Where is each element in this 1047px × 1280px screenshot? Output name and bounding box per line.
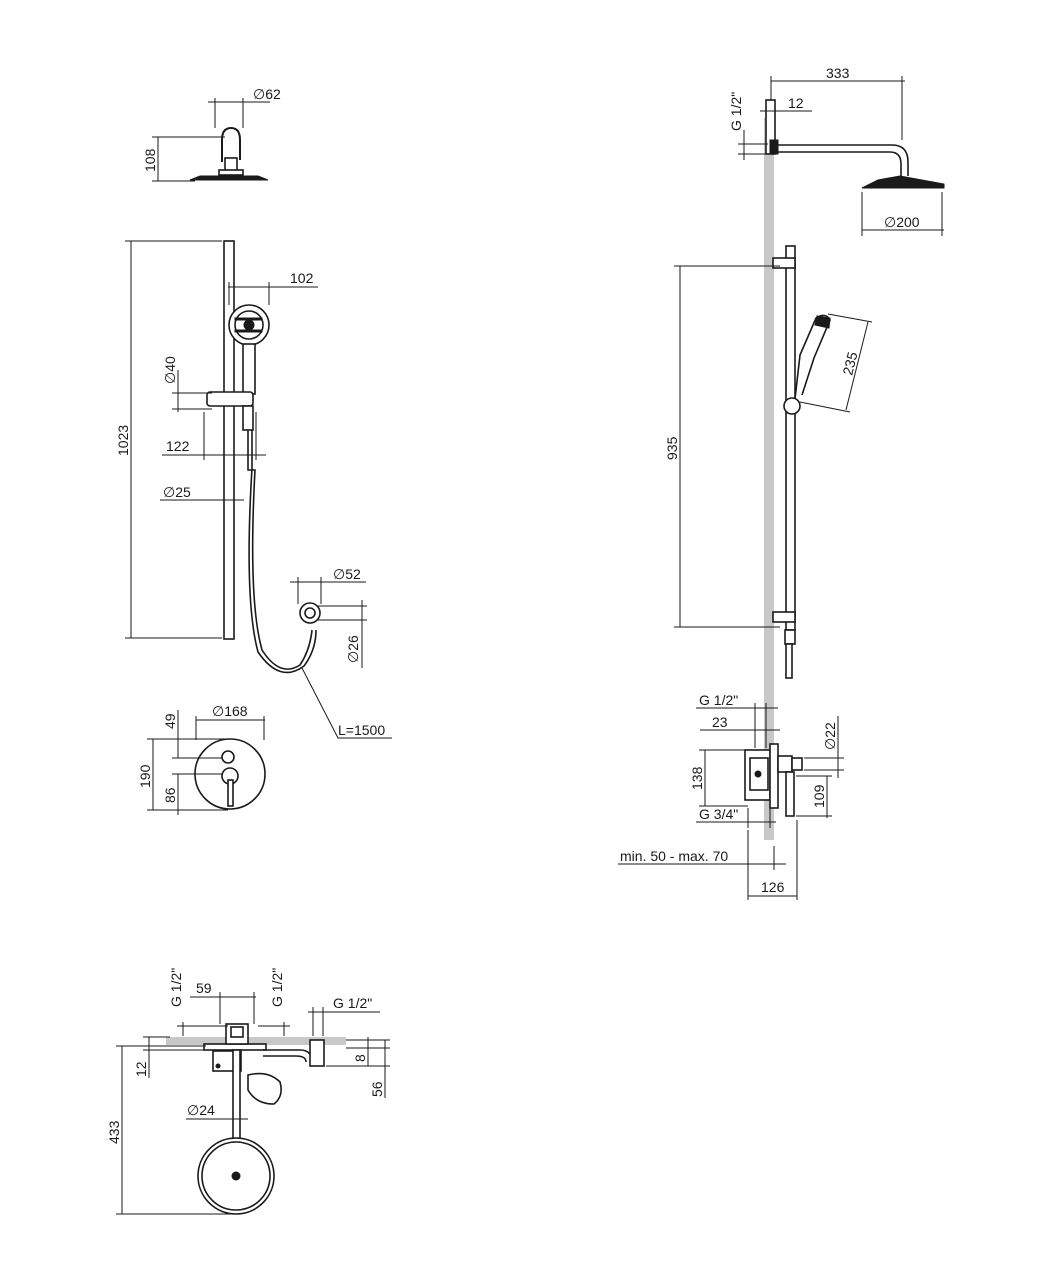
dim-install-depth: min. 50 - max. 70 (620, 848, 728, 864)
dim-side-arm-thread: G 1/2" (728, 92, 744, 131)
dim-head-arm-diameter: ∅62 (253, 86, 281, 102)
dim-mixer-bottom-offset: 86 (162, 787, 178, 803)
dim-plate-diameter: ∅168 (212, 703, 248, 719)
dim-top-elbow-depth: 56 (369, 1081, 385, 1097)
dim-top-inlet-left: G 1/2" (168, 968, 184, 1007)
dim-top-total-depth: 433 (106, 1120, 122, 1144)
dim-top-inlet-right: G 1/2" (269, 968, 285, 1007)
rail-front-view: 1023 102 ∅40 122 ∅25 ∅52 ∅26 L=1500 (115, 240, 392, 739)
dim-valve-height: 138 (689, 766, 705, 790)
dim-valve-supply: G 3/4" (699, 806, 738, 822)
dim-hose-length: L=1500 (338, 722, 385, 738)
dim-side-rail-height: 935 (664, 436, 680, 460)
dim-mixer-height: 190 (137, 764, 153, 788)
dim-handshower-width: 102 (290, 270, 314, 286)
dim-side-handshower-length: 235 (839, 350, 860, 377)
head-front-view: ∅62 108 (142, 86, 281, 182)
mixer-front-view: ∅168 49 190 86 (137, 703, 266, 815)
dim-side-arm-length: 333 (826, 65, 850, 81)
dim-slider-offset: 122 (166, 438, 190, 454)
dim-top-plate-thickness: 8 (352, 1054, 368, 1062)
dim-total-projection: 126 (761, 879, 785, 895)
dim-top-head-diameter: ∅24 (187, 1102, 215, 1118)
dim-handshower-diameter: ∅40 (162, 356, 178, 384)
dim-head-height: 108 (142, 148, 158, 172)
dim-rail-length: 1023 (115, 425, 131, 456)
dim-top-outlet-thread: G 1/2" (333, 995, 372, 1011)
dim-side-head-diameter: ∅200 (884, 214, 920, 230)
side-view: 333 12 G 1/2" ∅200 935 235 (618, 65, 945, 900)
dim-outlet-diameter: ∅52 (333, 566, 361, 582)
dim-outlet-depth: ∅26 (345, 635, 361, 663)
top-view: G 1/2" 59 G 1/2" G 1/2" 12 433 8 56 (106, 968, 390, 1215)
dim-side-flange-offset: 12 (788, 95, 804, 111)
dim-valve-outlet-diameter: ∅22 (822, 722, 838, 750)
dim-valve-outlet-height: 109 (811, 784, 827, 808)
dim-rail-diameter: ∅25 (163, 484, 191, 500)
dim-top-spacing: 59 (196, 980, 212, 996)
dim-mixer-top-offset: 49 (162, 713, 178, 729)
dim-top-wall-gap: 12 (133, 1061, 149, 1077)
dim-valve-offset: 23 (712, 714, 728, 730)
dim-valve-inlet: G 1/2" (699, 692, 738, 708)
